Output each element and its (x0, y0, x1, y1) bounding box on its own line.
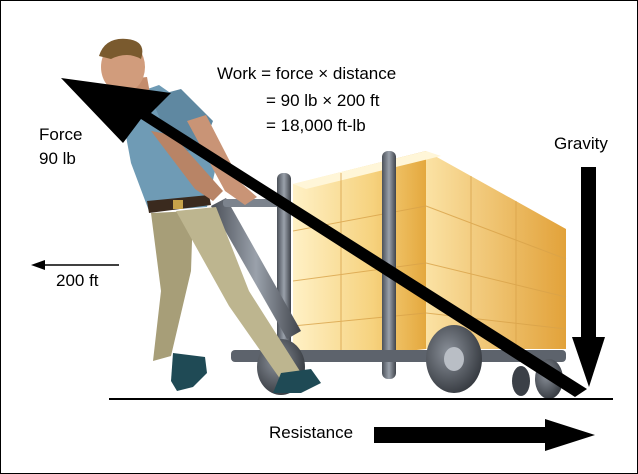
distance-arrow (31, 260, 119, 270)
gravity-label: Gravity (554, 134, 608, 154)
resistance-label: Resistance (269, 423, 353, 443)
cargo-boxes (293, 151, 566, 363)
resistance-arrow (374, 419, 595, 451)
force-value: 90 lb (39, 149, 76, 169)
gravity-arrow (572, 167, 605, 387)
force-label: Force (39, 125, 82, 145)
distance-label: 200 ft (56, 271, 99, 291)
formula-line-3: = 18,000 ft-lb (266, 116, 366, 136)
formula-line-1: Work = force × distance (217, 64, 396, 84)
formula-line-2: = 90 lb × 200 ft (266, 91, 379, 111)
